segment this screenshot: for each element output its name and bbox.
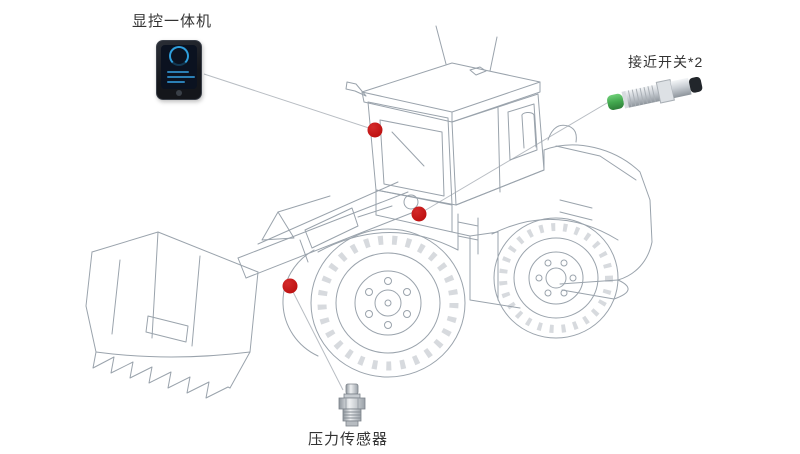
screen-line bbox=[167, 71, 189, 73]
leader-line-proximity bbox=[418, 99, 613, 215]
loader-sketch bbox=[85, 25, 653, 399]
display-unit-image bbox=[156, 40, 202, 100]
pressure-sensor-image bbox=[330, 382, 374, 433]
label-proximity-switch: 接近开关*2 bbox=[628, 54, 704, 70]
screen-line bbox=[167, 81, 185, 83]
display-unit-body bbox=[156, 40, 202, 100]
label-display-unit: 显控一体机 bbox=[132, 13, 213, 30]
sensor-green-tip bbox=[607, 93, 624, 110]
gauge-icon bbox=[169, 46, 189, 66]
proximity-switch-image bbox=[603, 68, 706, 123]
pressure-sensor-graphic bbox=[338, 383, 366, 427]
leader-line-pressure bbox=[289, 285, 344, 391]
leader-line-display bbox=[203, 73, 376, 131]
proximity-switch-graphic bbox=[607, 76, 703, 110]
display-unit-screen bbox=[161, 45, 197, 89]
sensor-cable-end bbox=[688, 76, 703, 93]
label-pressure-sensor: 压力传感器 bbox=[308, 431, 389, 448]
home-button-dot bbox=[176, 90, 182, 96]
screen-line bbox=[167, 76, 195, 78]
leader-lines bbox=[203, 73, 613, 391]
